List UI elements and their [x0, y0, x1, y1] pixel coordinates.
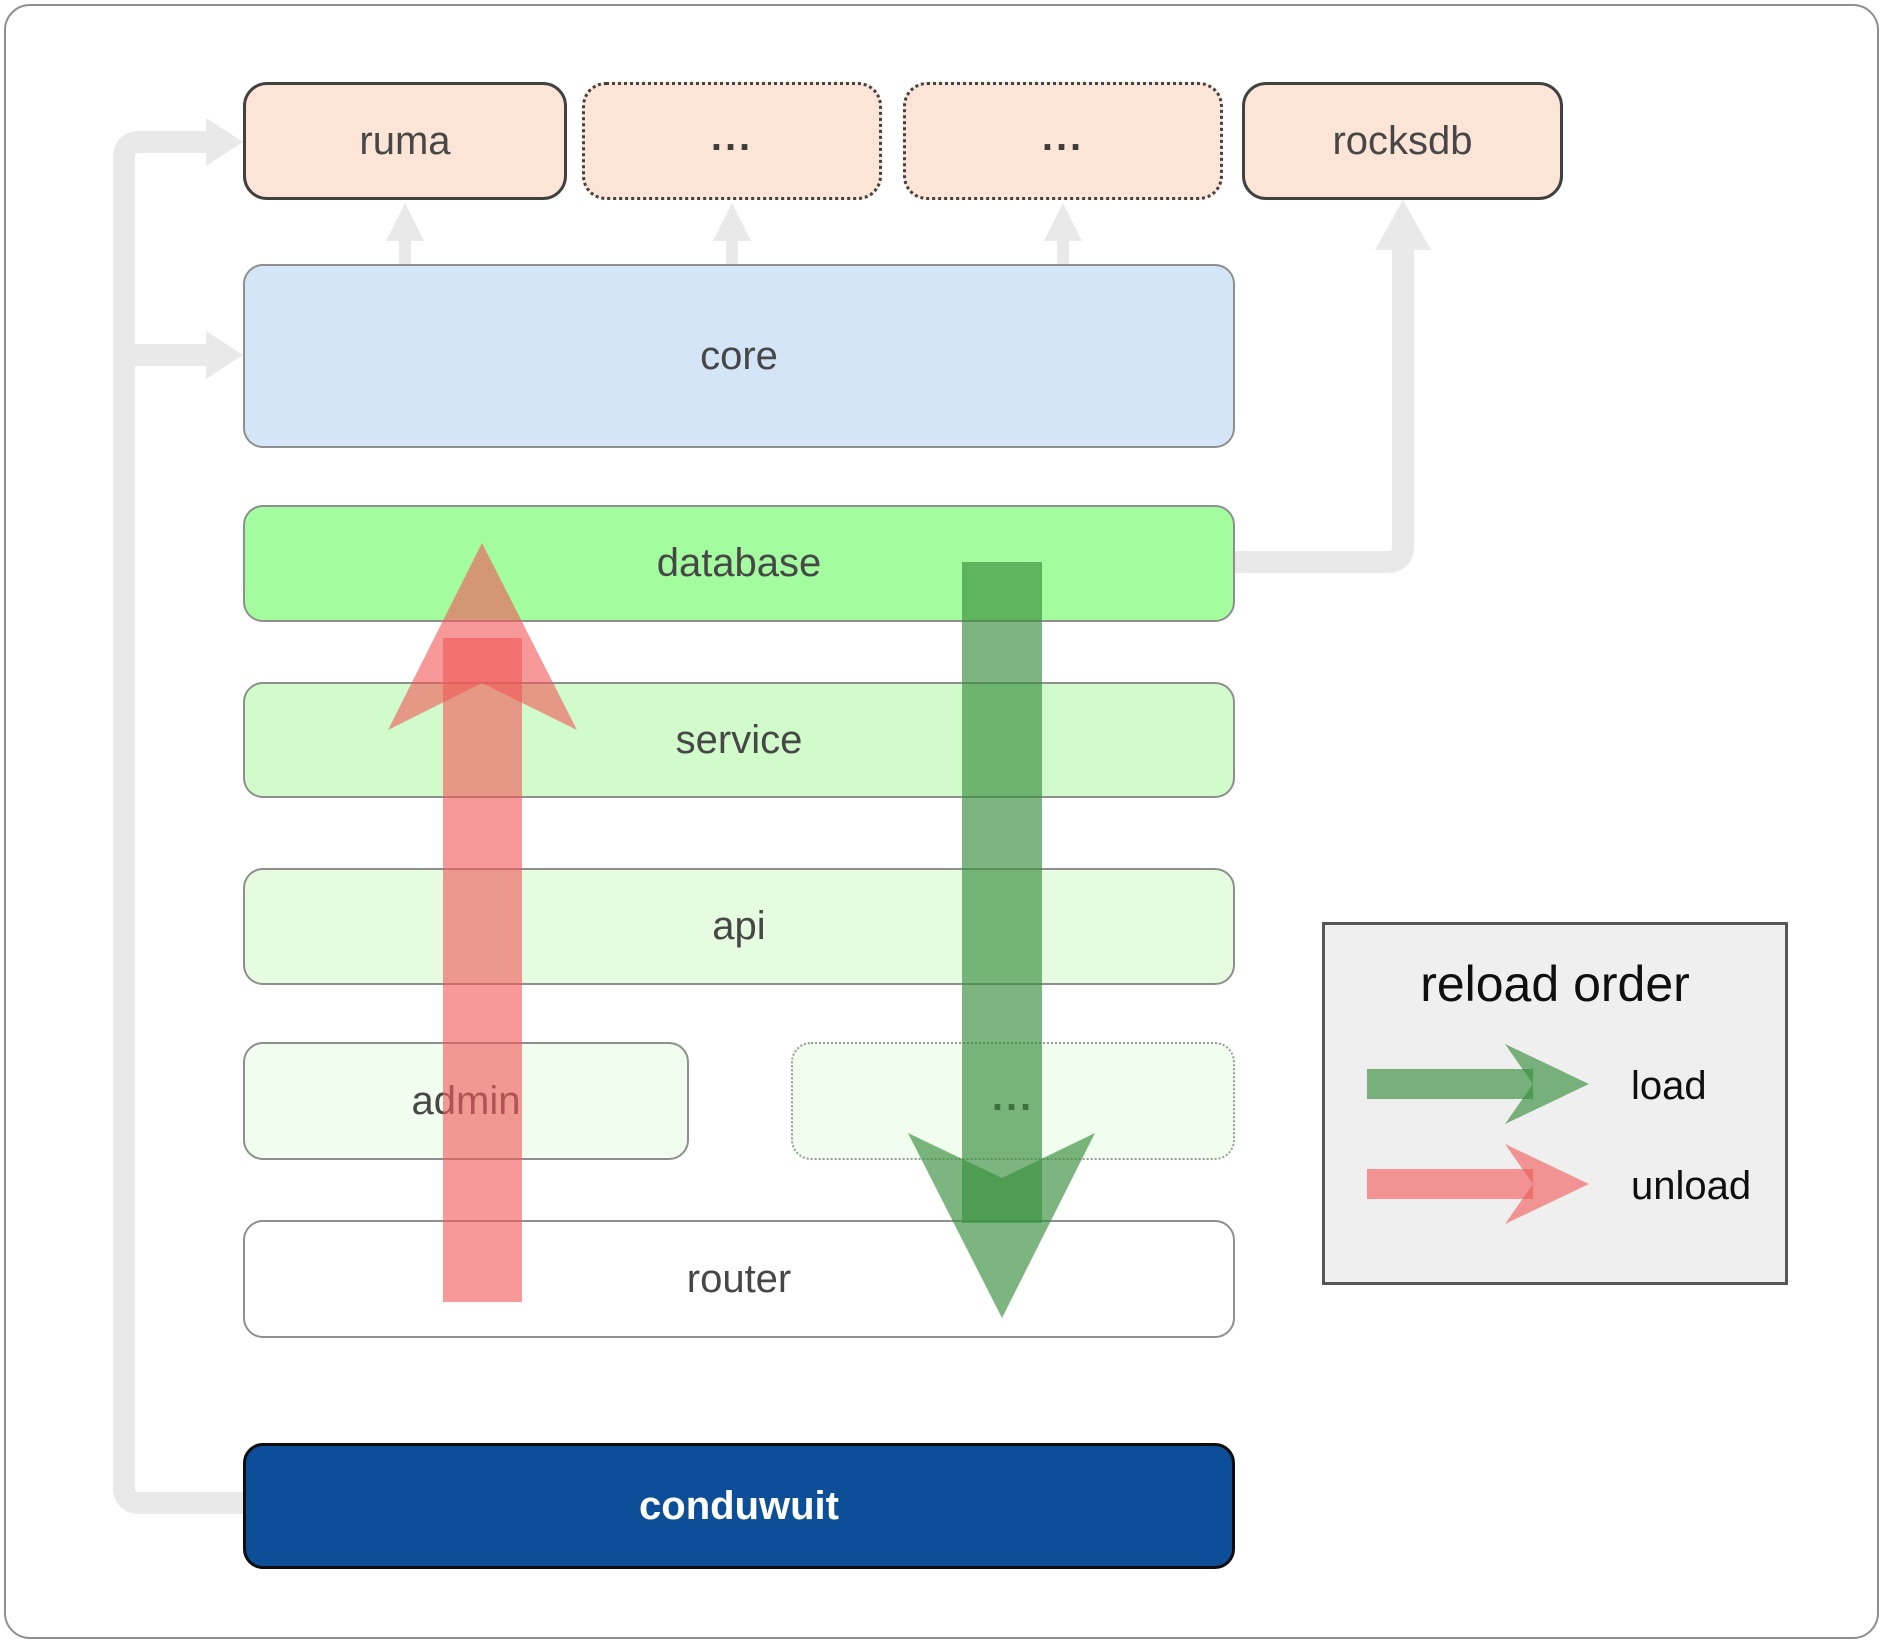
canvas-border	[4, 4, 1879, 1639]
box-router: router	[243, 1220, 1235, 1338]
box-service-label: service	[675, 717, 803, 762]
core-arrowhead-icon	[206, 331, 243, 379]
box-admin: admin	[243, 1042, 689, 1160]
box-ellipsis-top-right: ...	[903, 82, 1223, 200]
legend-unload-arrow-icon	[1367, 1144, 1589, 1224]
legend-load-label: load	[1631, 1064, 1707, 1108]
box-api: api	[243, 868, 1235, 985]
legend-panel: reload order load unload	[1322, 922, 1788, 1285]
box-service: service	[243, 682, 1235, 798]
box-rocksdb: rocksdb	[1242, 82, 1563, 200]
conduwuit-to-ruma-connector	[113, 131, 252, 1514]
core-to-ruma-arrow-icon	[386, 203, 424, 268]
box-core: core	[243, 264, 1235, 448]
box-rocksdb-label: rocksdb	[1332, 118, 1473, 163]
box-ruma-label: ruma	[359, 118, 451, 163]
legend-title: reload order	[1420, 956, 1690, 1012]
core-to-dots-right-arrow-icon	[1044, 203, 1082, 268]
box-router-label: router	[686, 1256, 792, 1301]
box-ruma: ruma	[243, 82, 567, 200]
box-ellipsis-admin-row: ...	[791, 1042, 1235, 1160]
box-ellipsis-top-left-label: ...	[710, 114, 754, 159]
box-api-label: api	[712, 904, 766, 948]
box-conduwuit-label: conduwuit	[639, 1483, 839, 1528]
legend-load-arrow-icon	[1367, 1044, 1589, 1124]
box-ellipsis-top-left: ...	[582, 82, 882, 200]
legend-unload-label: unload	[1631, 1164, 1752, 1208]
core-to-dots-left-arrow-icon	[713, 203, 751, 268]
box-database-label: database	[656, 541, 822, 585]
rocksdb-arrowhead-icon	[1375, 200, 1431, 250]
box-ellipsis-admin-row-label: ...	[991, 1074, 1035, 1119]
ruma-arrowhead-icon	[206, 118, 243, 166]
box-ellipsis-top-right-label: ...	[1041, 114, 1085, 159]
box-core-label: core	[700, 333, 778, 378]
box-conduwuit: conduwuit	[243, 1443, 1235, 1569]
database-to-rocksdb-connector	[1230, 248, 1414, 573]
box-database: database	[243, 505, 1235, 622]
box-admin-label: admin	[411, 1078, 521, 1123]
